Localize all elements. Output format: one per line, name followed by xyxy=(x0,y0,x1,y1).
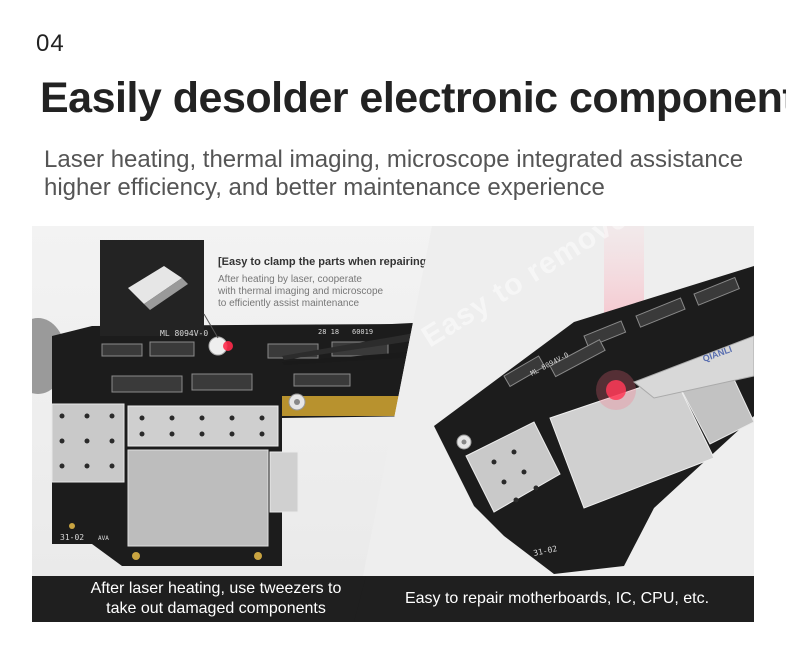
callout-line-2: with thermal imaging and microscope xyxy=(218,286,384,297)
right-caption: Easy to repair motherboards, IC, CPU, et… xyxy=(354,576,754,622)
right-product-panel: QIANLI ML 8094V-0 31-02 Easy to remove g… xyxy=(354,226,754,622)
left-product-panel: ML 8094V-0 28 18 60019 31-02 AVA [Easy t… xyxy=(32,226,432,622)
step-number: 04 xyxy=(36,30,65,57)
pcb-label-3: 60019 xyxy=(352,328,373,336)
callout-body: After heating by laser, cooperate with t… xyxy=(218,274,408,310)
page-title: Easily desolder electronic components xyxy=(40,74,786,122)
pcb-label-5: AVA xyxy=(98,535,109,542)
callout-line-1: After heating by laser, cooperate xyxy=(218,274,362,285)
shield-holes xyxy=(59,413,265,469)
pcb-label-2: 28 18 xyxy=(318,328,339,336)
callout-title: [Easy to clamp the parts when repairing] xyxy=(218,256,431,268)
subtitle-line-1: Laser heating, thermal imaging, microsco… xyxy=(44,146,744,173)
subtitle-line-2: higher efficiency, and better maintenanc… xyxy=(44,174,605,201)
right-pcb-illustration: QIANLI ML 8094V-0 31-02 xyxy=(354,226,754,622)
left-caption: After laser heating, use tweezers to tak… xyxy=(32,576,400,622)
tweezers xyxy=(282,330,432,360)
left-caption-line-2: take out damaged components xyxy=(106,600,326,617)
zoom-component xyxy=(128,266,182,304)
pcb-label-4: 31-02 xyxy=(60,533,84,542)
callout-line-3: to efficiently assist maintenance xyxy=(218,298,360,309)
left-caption-line-1: After laser heating, use tweezers to xyxy=(90,580,342,597)
pcb-label-1: ML 8094V-0 xyxy=(160,329,208,338)
callout-pointer xyxy=(203,313,219,339)
laser-spot xyxy=(606,380,626,400)
right-caption-text: Easy to repair motherboards, IC, CPU, et… xyxy=(404,590,710,607)
page-subtitle: Laser heating, thermal imaging, microsco… xyxy=(44,146,764,202)
left-pcb-illustration: ML 8094V-0 28 18 60019 31-02 AVA xyxy=(32,240,432,566)
laser-spot xyxy=(223,341,233,351)
shield-holes xyxy=(491,449,539,503)
connector-row xyxy=(503,276,740,388)
pcb-gold-edge xyxy=(282,396,402,416)
gold-pads xyxy=(69,523,262,560)
scraper-tool xyxy=(633,335,754,399)
